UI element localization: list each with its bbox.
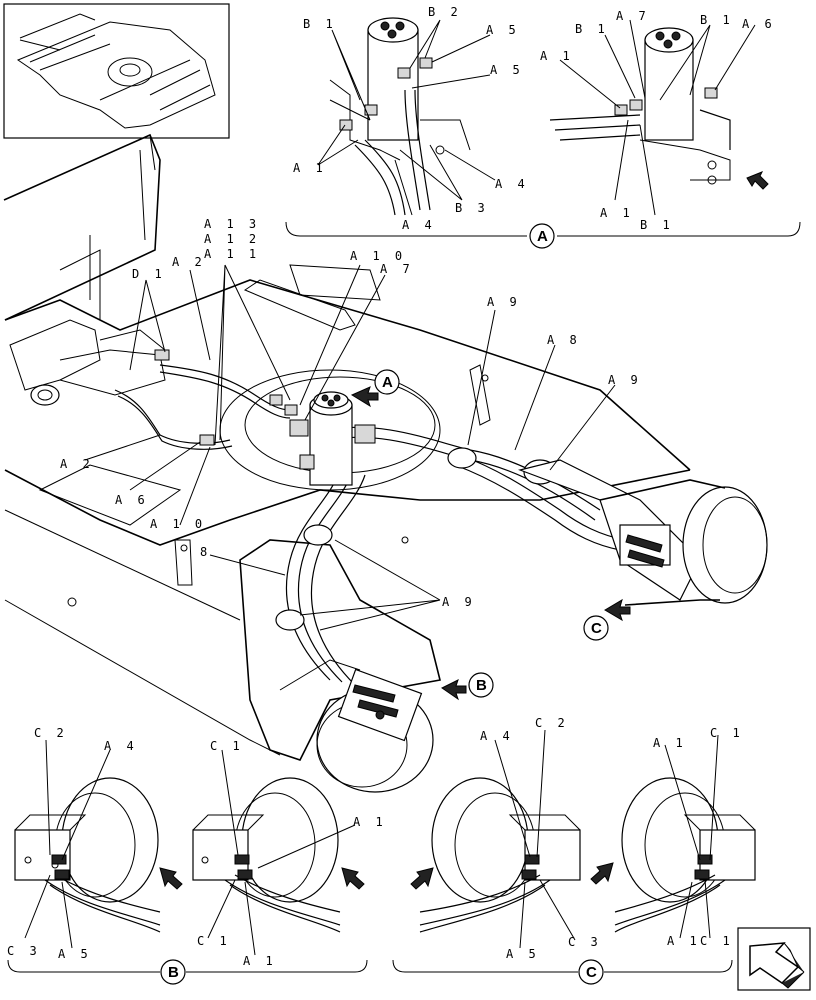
label-a1: A 1 bbox=[243, 954, 277, 968]
label-c1: C 1 bbox=[700, 934, 734, 948]
label-a7: A 7 bbox=[380, 262, 414, 276]
detail-view-c bbox=[392, 777, 756, 985]
label-a5: A 5 bbox=[490, 63, 524, 77]
detail-view-b bbox=[7, 777, 368, 985]
label-a1: A 1 bbox=[293, 161, 327, 175]
label-a7: A 7 bbox=[616, 9, 650, 23]
label-d1: D 1 bbox=[132, 267, 166, 281]
label-a4: A 4 bbox=[402, 218, 436, 232]
label-a9: A 9 bbox=[487, 295, 521, 309]
left-travel-motor-assembly bbox=[9, 319, 166, 406]
center-swivel-joint bbox=[289, 391, 376, 486]
navigation-arrow-icon[interactable] bbox=[737, 927, 811, 991]
label-a4: A 4 bbox=[104, 739, 138, 753]
view-a-marker: A bbox=[537, 228, 548, 245]
label-b1: B 1 bbox=[303, 17, 337, 31]
label-a9: A 9 bbox=[608, 373, 642, 387]
label-a2: A 2 bbox=[60, 457, 94, 471]
label-b1: B 1 bbox=[700, 13, 734, 27]
label-b3: B 3 bbox=[455, 201, 489, 215]
view-c-callout: C bbox=[591, 620, 602, 637]
label-a1: A 1 bbox=[353, 815, 387, 829]
label-c1: C 1 bbox=[210, 739, 244, 753]
label-c1: C 1 bbox=[197, 934, 231, 948]
label-8: 8 bbox=[200, 545, 211, 559]
label-a4: A 4 bbox=[480, 729, 514, 743]
label-a11: A 1 1 bbox=[204, 247, 260, 261]
label-a10: A 1 0 bbox=[150, 517, 206, 531]
view-c-marker: C bbox=[586, 964, 597, 981]
label-c2: C 2 bbox=[535, 716, 569, 730]
label-b1: B 1 bbox=[640, 218, 674, 232]
label-a10: A 1 0 bbox=[350, 249, 406, 263]
leader-lines bbox=[24, 19, 756, 956]
label-c2: C 2 bbox=[34, 726, 68, 740]
label-a1: A 1 bbox=[667, 934, 701, 948]
label-a12: A 1 2 bbox=[204, 232, 260, 246]
label-c3: C 3 bbox=[7, 944, 41, 958]
label-c1: C 1 bbox=[710, 726, 744, 740]
right-travel-motor bbox=[517, 459, 768, 606]
label-a1: A 1 bbox=[653, 736, 687, 750]
label-a2: A 2 bbox=[172, 255, 206, 269]
label-b2: B 2 bbox=[428, 5, 462, 19]
label-a5: A 5 bbox=[58, 947, 92, 961]
view-b-marker: B bbox=[168, 964, 179, 981]
label-a5: A 5 bbox=[506, 947, 540, 961]
left-travel-motor bbox=[316, 668, 434, 793]
hose-fittings bbox=[154, 349, 298, 446]
view-arrows bbox=[350, 386, 631, 701]
label-a4: A 4 bbox=[495, 177, 529, 191]
label-a13: A 1 3 bbox=[204, 217, 260, 231]
label-a6: A 6 bbox=[115, 493, 149, 507]
label-a9: A 9 bbox=[442, 595, 476, 609]
inset-overview-thumbnail bbox=[3, 3, 230, 139]
view-b-callout: B bbox=[476, 677, 487, 694]
label-a8: A 8 bbox=[547, 333, 581, 347]
detail-view-a bbox=[285, 17, 801, 249]
label-c3: C 3 bbox=[568, 935, 602, 949]
label-b1: B 1 bbox=[575, 22, 609, 36]
label-a5: A 5 bbox=[486, 23, 520, 37]
label-a1: A 1 bbox=[600, 206, 634, 220]
view-a-callout: A bbox=[382, 374, 393, 391]
label-a1: A 1 bbox=[540, 49, 574, 63]
label-a6: A 6 bbox=[742, 17, 776, 31]
